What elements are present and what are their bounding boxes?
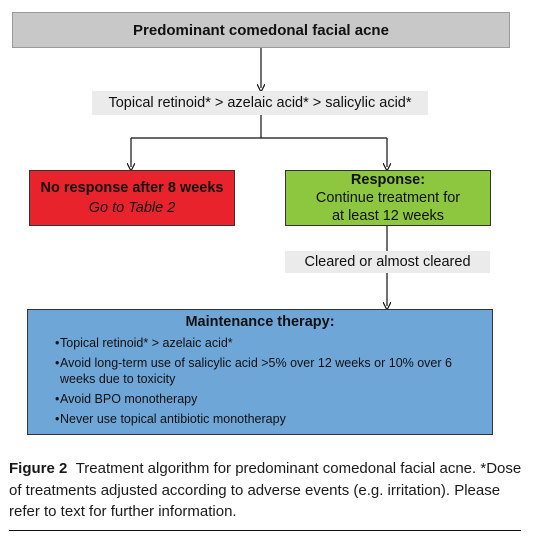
- response-heading: Response:: [350, 172, 426, 188]
- treatment-label-box: Topical retinoid* > azelaic acid* > sali…: [92, 91, 428, 115]
- treatment-label: Topical retinoid* > azelaic acid* > sali…: [108, 95, 412, 111]
- maintenance-item-text: Never use topical antibiotic monotherapy: [60, 412, 286, 426]
- bullet-icon: •: [55, 336, 60, 350]
- maintenance-item-text: Topical retinoid* > azelaic acid*: [60, 336, 233, 350]
- bullet-icon: •: [55, 356, 60, 370]
- bullet-icon: •: [55, 412, 60, 426]
- maintenance-item-text: Avoid long-term use of salicylic acid >5…: [60, 356, 452, 386]
- maintenance-item-text: Avoid BPO monotherapy: [60, 392, 198, 406]
- response-line-1: Continue treatment for: [315, 190, 461, 206]
- no-response-action: Go to Table 2: [88, 200, 176, 216]
- maintenance-item: •Avoid BPO monotherapy: [55, 391, 482, 407]
- diagram-title-box: Predominant comedonal facial acne: [12, 12, 510, 48]
- maintenance-item: •Never use topical antibiotic monotherap…: [55, 411, 482, 427]
- cleared-label-box: Cleared or almost cleared: [285, 251, 490, 273]
- figure-label: Figure 2: [9, 460, 68, 477]
- diagram-title: Predominant comedonal facial acne: [133, 21, 389, 39]
- maintenance-box: Maintenance therapy: •Topical retinoid* …: [27, 309, 493, 435]
- cleared-label: Cleared or almost cleared: [304, 254, 471, 270]
- bullet-icon: •: [55, 392, 60, 406]
- response-line-2: at least 12 weeks: [331, 208, 445, 224]
- no-response-heading: No response after 8 weeks: [40, 180, 224, 196]
- maintenance-item: •Avoid long-term use of salicylic acid >…: [55, 355, 482, 387]
- response-box: Response: Continue treatment for at leas…: [285, 170, 491, 226]
- figure-caption-text: Treatment algorithm for predominant come…: [9, 460, 522, 520]
- figure-caption: Figure 2 Treatment algorithm for predomi…: [9, 458, 524, 523]
- maintenance-item: •Topical retinoid* > azelaic acid*: [55, 335, 482, 351]
- maintenance-heading: Maintenance therapy:: [185, 314, 335, 330]
- bottom-rule-divider: [9, 530, 521, 531]
- no-response-box: No response after 8 weeks Go to Table 2: [29, 170, 235, 226]
